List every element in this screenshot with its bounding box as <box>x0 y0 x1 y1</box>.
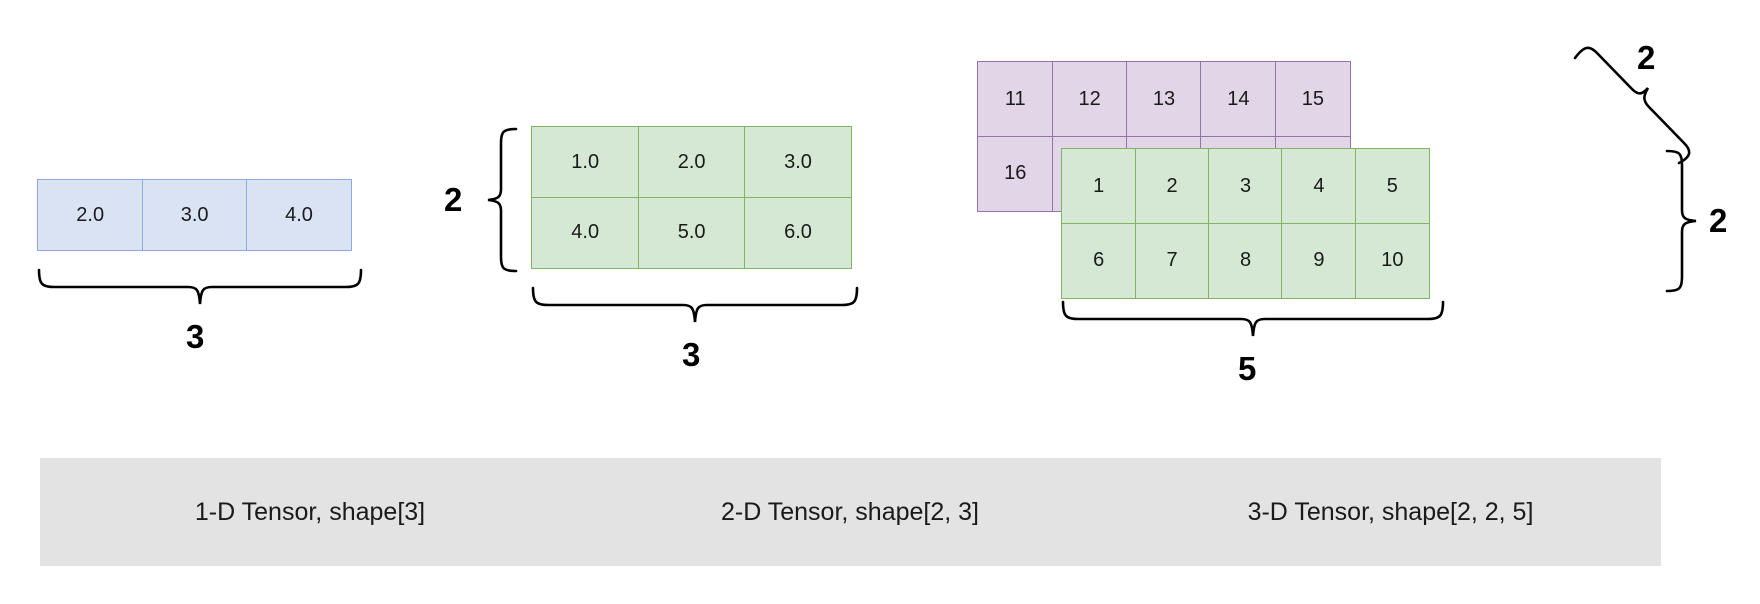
caption-3d: 3-D Tensor, shape[2, 2, 5] <box>1247 497 1534 526</box>
cell: 5 <box>1354 148 1430 225</box>
cell: 3.0 <box>744 126 853 199</box>
brace-depth-3d <box>1572 40 1712 170</box>
cell: 4 <box>1281 148 1357 225</box>
tensor-2d-grid: 1.0 2.0 3.0 4.0 5.0 6.0 <box>531 126 853 269</box>
cell: 7 <box>1134 222 1210 299</box>
brace-width-1d <box>36 268 364 306</box>
cell: 6.0 <box>744 196 853 269</box>
caption-bar <box>40 458 1661 566</box>
cell: 1 <box>1061 148 1137 225</box>
cell: 11 <box>977 61 1054 138</box>
brace-width-2d <box>530 286 860 324</box>
brace-height-2d <box>486 126 520 274</box>
cell: 9 <box>1281 222 1357 299</box>
cell: 6 <box>1061 222 1137 299</box>
cell: 2 <box>1134 148 1210 225</box>
cell: 1.0 <box>531 126 640 199</box>
cell: 3.0 <box>141 179 248 252</box>
table-row: 1.0 2.0 3.0 <box>531 126 853 199</box>
tensor-3d-front-grid: 1 2 3 4 5 6 7 8 9 10 <box>1061 148 1430 299</box>
cell: 8 <box>1208 222 1284 299</box>
cell: 4.0 <box>246 179 353 252</box>
caption-1d: 1-D Tensor, shape[3] <box>194 497 426 526</box>
dim-label-depth-3d: 2 <box>1637 39 1656 76</box>
dim-label-height-3d: 2 <box>1709 202 1728 239</box>
cell: 10 <box>1354 222 1430 299</box>
brace-height-3d <box>1663 148 1699 294</box>
table-row: 6 7 8 9 10 <box>1061 222 1430 299</box>
dim-label-width-3d: 5 <box>1238 350 1257 387</box>
dim-label-height-2d: 2 <box>444 181 463 218</box>
cell: 16 <box>977 135 1054 212</box>
cell: 14 <box>1200 61 1277 138</box>
cell: 3 <box>1208 148 1284 225</box>
table-row: 11 12 13 14 15 <box>977 61 1351 138</box>
table-row: 1 2 3 4 5 <box>1061 148 1430 225</box>
table-row: 4.0 5.0 6.0 <box>531 196 853 269</box>
table-row: 2.0 3.0 4.0 <box>37 179 353 252</box>
caption-2d: 2-D Tensor, shape[2, 3] <box>720 497 980 526</box>
cell: 13 <box>1126 61 1203 138</box>
cell: 2.0 <box>37 179 144 252</box>
cell: 4.0 <box>531 196 640 269</box>
cell: 12 <box>1051 61 1128 138</box>
cell: 15 <box>1274 61 1351 138</box>
brace-width-3d <box>1060 300 1446 338</box>
dim-label-width-1d: 3 <box>186 318 205 355</box>
cell: 5.0 <box>637 196 746 269</box>
tensor-1d-grid: 2.0 3.0 4.0 <box>37 179 353 252</box>
cell: 2.0 <box>637 126 746 199</box>
dim-label-width-2d: 3 <box>682 336 701 373</box>
